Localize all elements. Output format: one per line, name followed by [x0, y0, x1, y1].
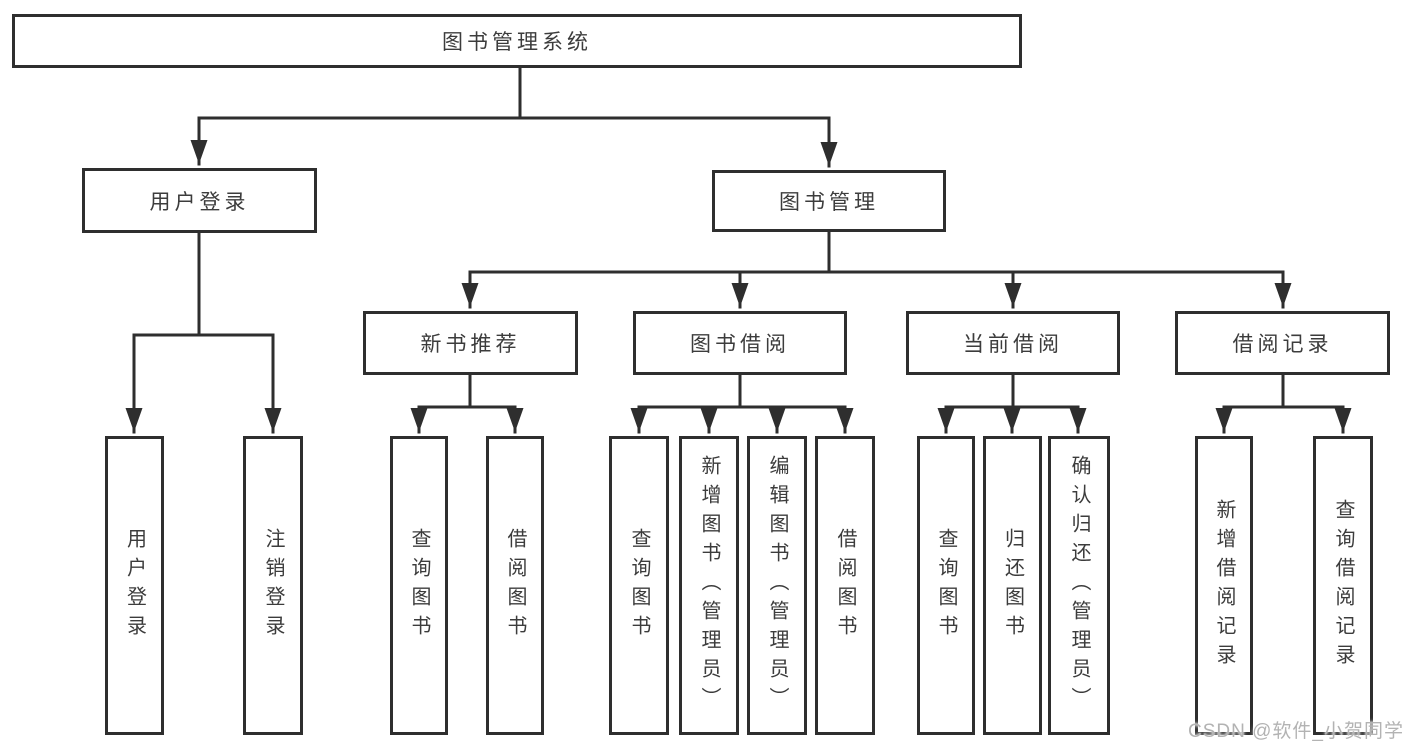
node-user-login: 用户登录 [82, 168, 317, 233]
leaf-logout: 注销登录 [243, 436, 303, 735]
node-root: 图书管理系统 [12, 14, 1022, 68]
leaf-cb-confirm-return-admin: 确认归还（管理员） [1048, 436, 1110, 735]
leaf-logout-label: 注销登录 [262, 527, 284, 644]
leaf-nb-query-books: 查询图书 [390, 436, 448, 735]
leaf-nb-borrow-books-label: 借阅图书 [504, 527, 526, 644]
leaf-cb-return-books: 归还图书 [983, 436, 1042, 735]
node-book-borrow-label: 图书借阅 [690, 333, 790, 356]
leaf-user-login-label: 用户登录 [123, 527, 146, 644]
leaf-cb-query-books-label: 查询图书 [935, 527, 957, 644]
leaf-nb-borrow-books: 借阅图书 [486, 436, 544, 735]
node-book-mgmt: 图书管理 [712, 170, 946, 232]
node-new-books: 新书推荐 [363, 311, 578, 375]
leaf-bb-query-books-label: 查询图书 [628, 527, 650, 644]
leaf-br-add-record-label: 新增借阅记录 [1213, 498, 1235, 673]
leaf-bb-query-books: 查询图书 [609, 436, 669, 735]
node-borrow-records: 借阅记录 [1175, 311, 1390, 375]
node-new-books-label: 新书推荐 [420, 333, 521, 356]
node-borrow-records-label: 借阅记录 [1232, 333, 1333, 356]
leaf-cb-return-books-label: 归还图书 [1001, 527, 1024, 644]
leaf-user-login: 用户登录 [105, 436, 164, 735]
connector-current-borrow [944, 373, 1080, 409]
leaf-cb-query-books: 查询图书 [917, 436, 975, 735]
connector-book-mgmt [468, 230, 1285, 274]
leaf-bb-add-books-admin: 新增图书（管理员） [679, 436, 739, 735]
leaf-bb-edit-books-admin: 编辑图书（管理员） [747, 436, 807, 735]
node-book-borrow: 图书借阅 [633, 311, 847, 375]
node-current-borrow-label: 当前借阅 [963, 333, 1063, 356]
connector-book-borrow [637, 373, 847, 409]
connector-new-books [417, 373, 517, 409]
leaf-bb-borrow-books-label: 借阅图书 [834, 527, 856, 644]
leaf-bb-borrow-books: 借阅图书 [815, 436, 875, 735]
node-book-mgmt-label: 图书管理 [779, 191, 879, 214]
node-root-label: 图书管理系统 [442, 31, 592, 54]
leaf-bb-edit-books-admin-label: 编辑图书（管理员） [766, 455, 788, 716]
leaf-br-add-record: 新增借阅记录 [1195, 436, 1253, 735]
leaf-cb-confirm-return-admin-label: 确认归还（管理员） [1068, 455, 1090, 716]
leaf-nb-query-books-label: 查询图书 [408, 527, 430, 644]
connector-root [197, 66, 831, 120]
node-current-borrow: 当前借阅 [906, 311, 1120, 375]
csdn-watermark: CSDN @软件_小贺同学 [1188, 721, 1404, 742]
node-user-login-label: 用户登录 [149, 190, 250, 214]
leaf-bb-add-books-admin-label: 新增图书（管理员） [698, 455, 720, 716]
connector-user-login [132, 231, 275, 337]
leaf-br-query-record: 查询借阅记录 [1313, 436, 1373, 735]
leaf-br-query-record-label: 查询借阅记录 [1332, 498, 1354, 673]
connector-borrow-records [1222, 373, 1345, 409]
